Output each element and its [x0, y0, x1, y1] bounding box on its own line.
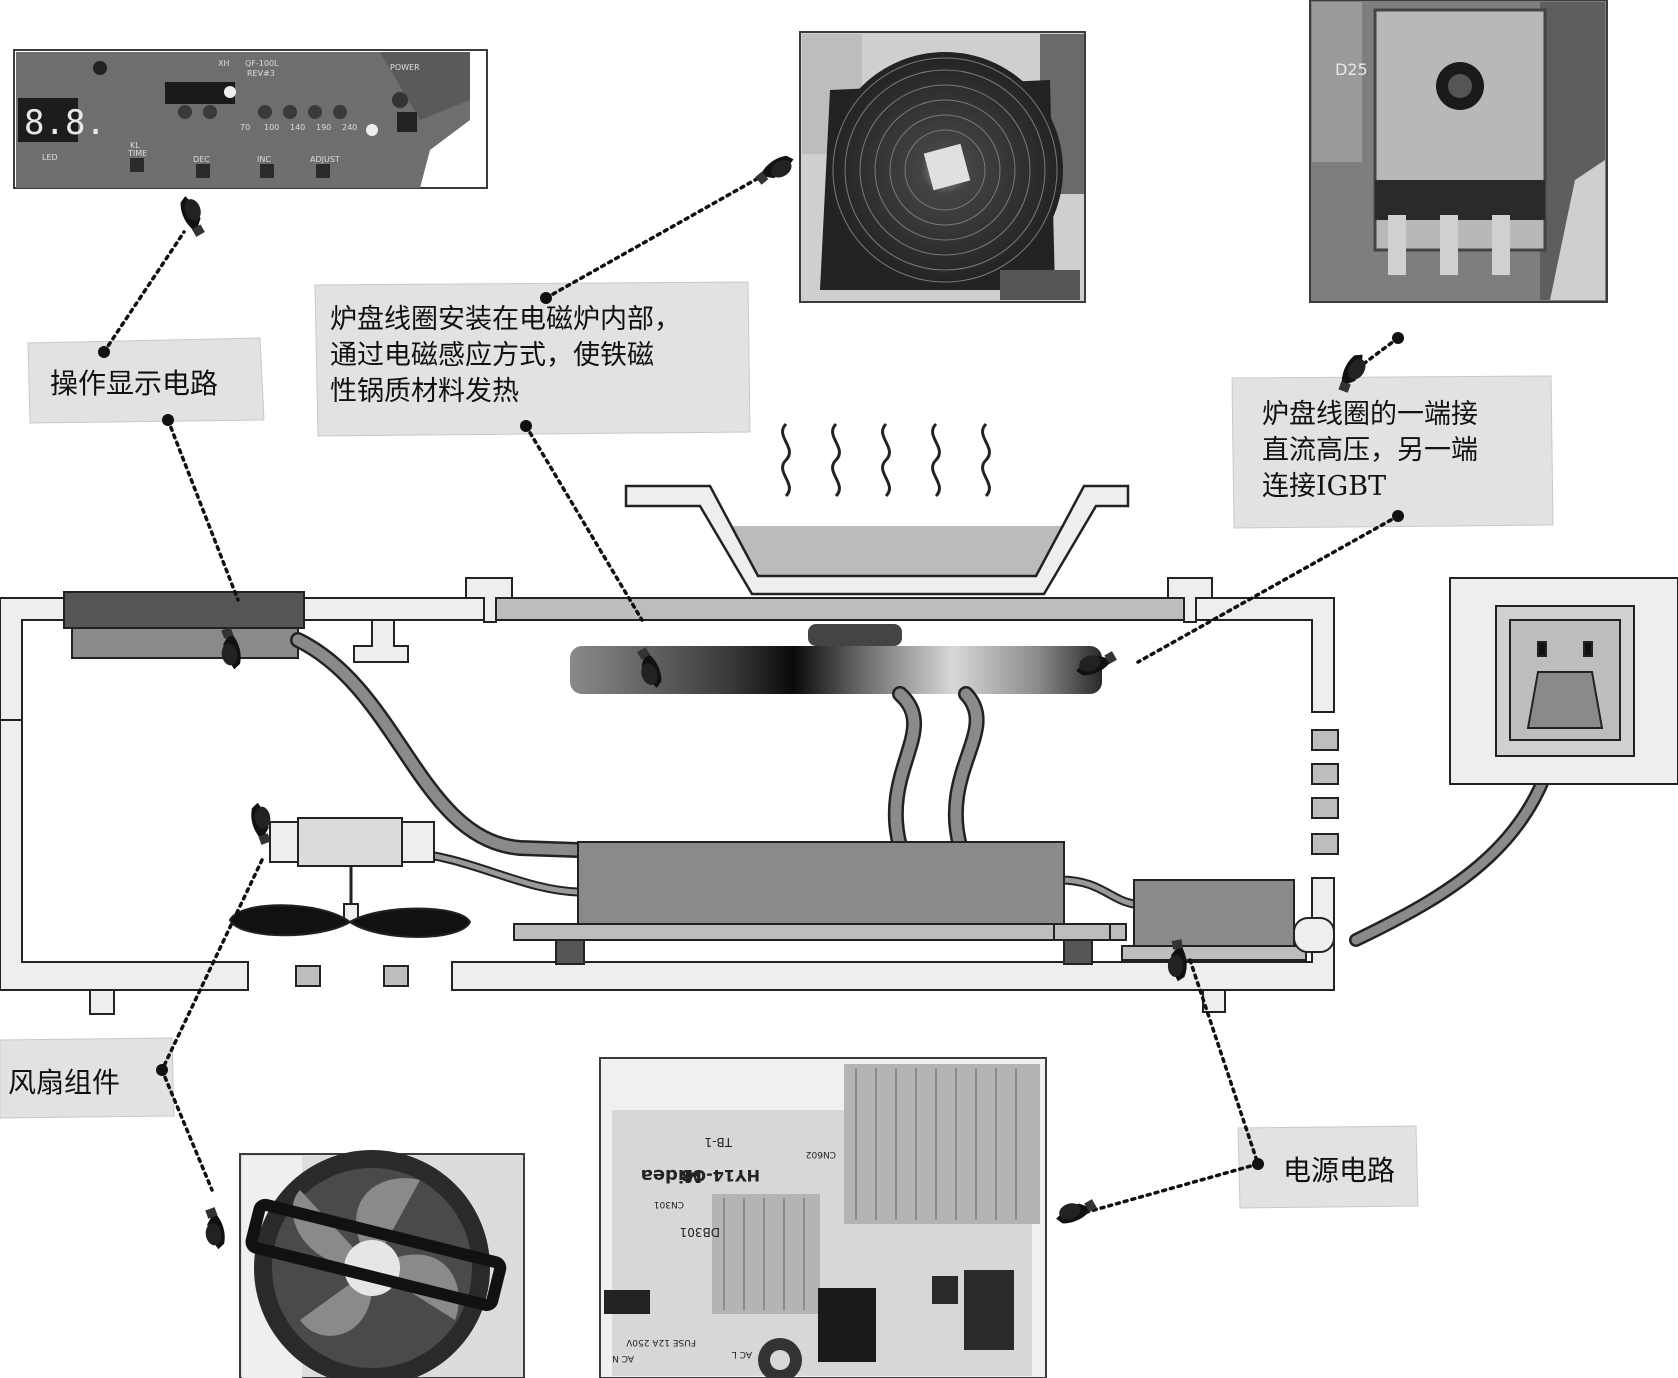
fan-photo: [239, 1150, 525, 1378]
main-circuit-board: [513, 841, 1127, 965]
coil-description-line1: 炉盘线圈安装在电磁炉内部，: [330, 304, 681, 335]
board-brand-text: XH: [218, 59, 230, 68]
callout-coil-description: 炉盘线圈安装在电磁炉内部， 通过电磁感应方式，使铁磁 性锅质材料发热: [314, 281, 751, 437]
board-240-text: 240: [342, 123, 357, 132]
display-board-photo: 8.8. XH QF-100L REV#3 LED TIME DEC INC A…: [13, 49, 488, 189]
board-led-text: LED: [42, 153, 58, 162]
callout-power-circuit: 电源电路: [1237, 1125, 1419, 1209]
callout-coil-connection: 炉盘线圈的一端接 直流高压，另一端 连接IGBT: [1231, 375, 1554, 529]
coil-description-line2: 通过电磁感应方式，使铁磁: [330, 340, 654, 371]
igbt-label-text: D25: [1335, 60, 1368, 79]
leader-lines: [102, 174, 1400, 1216]
coil-description-line3: 性锅质材料发热: [330, 376, 519, 407]
svg-text:8.8.: 8.8.: [24, 103, 106, 143]
power-board-tb-text: TB-1: [704, 1135, 733, 1149]
igbt-photo: D25: [1309, 0, 1608, 303]
pointing-hand-icon: [176, 192, 209, 239]
operation-display-label: 操作显示电路: [50, 367, 218, 400]
svg-text:炉盘线圈的一端接 直流高压，另一端: 炉盘线圈的一端接 直流高压，另一端 连接IGBT: [1262, 399, 1487, 502]
leader-dots: [98, 292, 1404, 1170]
coil-component: [570, 624, 1102, 694]
power-board-cn602-text: CN602: [806, 1149, 836, 1159]
power-board-acn-text: AC N: [612, 1353, 634, 1363]
board-70-text: 70: [240, 123, 250, 132]
pointing-hand-icon: [201, 1206, 228, 1251]
board-inc-text: INC: [257, 155, 271, 164]
fan-component: [228, 817, 472, 938]
pointing-hand-icon: [752, 151, 799, 189]
power-socket-icon: [1449, 577, 1678, 785]
power-board-fuse-text: FUSE 12A 250V: [625, 1337, 696, 1347]
power-board-db-text: DB301: [680, 1225, 720, 1239]
display-board-component: [63, 591, 305, 659]
power-board-model-text: HY14-GB: [681, 1166, 760, 1185]
board-190-text: 190: [316, 123, 331, 132]
board-dec-text: DEC: [193, 155, 210, 164]
board-rev-text: REV#3: [247, 69, 275, 78]
board-kl-text: KL: [130, 141, 140, 150]
power-board-photo: Midea HY14-GB TB-1 DB301 CN301 CN602 FUS…: [599, 1057, 1047, 1378]
coil-connection-line3: 连接IGBT: [1262, 471, 1386, 502]
callout-fan-assembly: 风扇组件: [0, 1037, 175, 1119]
board-model-text: QF-100L: [245, 59, 279, 68]
coil-connection-line2: 直流高压，另一端: [1262, 435, 1478, 466]
board-100-text: 100: [264, 123, 279, 132]
board-time-text: TIME: [127, 149, 147, 158]
power-board-brand-text: Midea: [641, 1165, 702, 1186]
fan-assembly-label: 风扇组件: [8, 1066, 120, 1099]
fan-blade-icon: [228, 904, 472, 938]
board-power-text: POWER: [390, 63, 420, 72]
power-board-acl-text: AC L: [732, 1349, 752, 1359]
power-board-cn301-text: CN301: [654, 1199, 684, 1209]
power-board-component: [1121, 879, 1335, 961]
svg-text:炉盘线圈安装在电磁炉内部， 通过电磁感应方式，使: 炉盘线圈安装在电磁炉内部， 通过电磁感应方式，使铁磁 性锅质材料发热: [330, 304, 690, 407]
callout-operation-display: 操作显示电路: [27, 337, 265, 424]
heat-wave-icon: [781, 422, 991, 498]
power-circuit-label: 电源电路: [1283, 1154, 1395, 1187]
board-adjust-text: ADJUST: [310, 155, 340, 164]
board-140-text: 140: [290, 123, 305, 132]
coil-photo: [799, 31, 1086, 303]
coil-connection-line1: 炉盘线圈的一端接: [1262, 399, 1478, 430]
cooking-pot: [624, 484, 1130, 596]
cooker-housing: [0, 577, 1339, 1015]
